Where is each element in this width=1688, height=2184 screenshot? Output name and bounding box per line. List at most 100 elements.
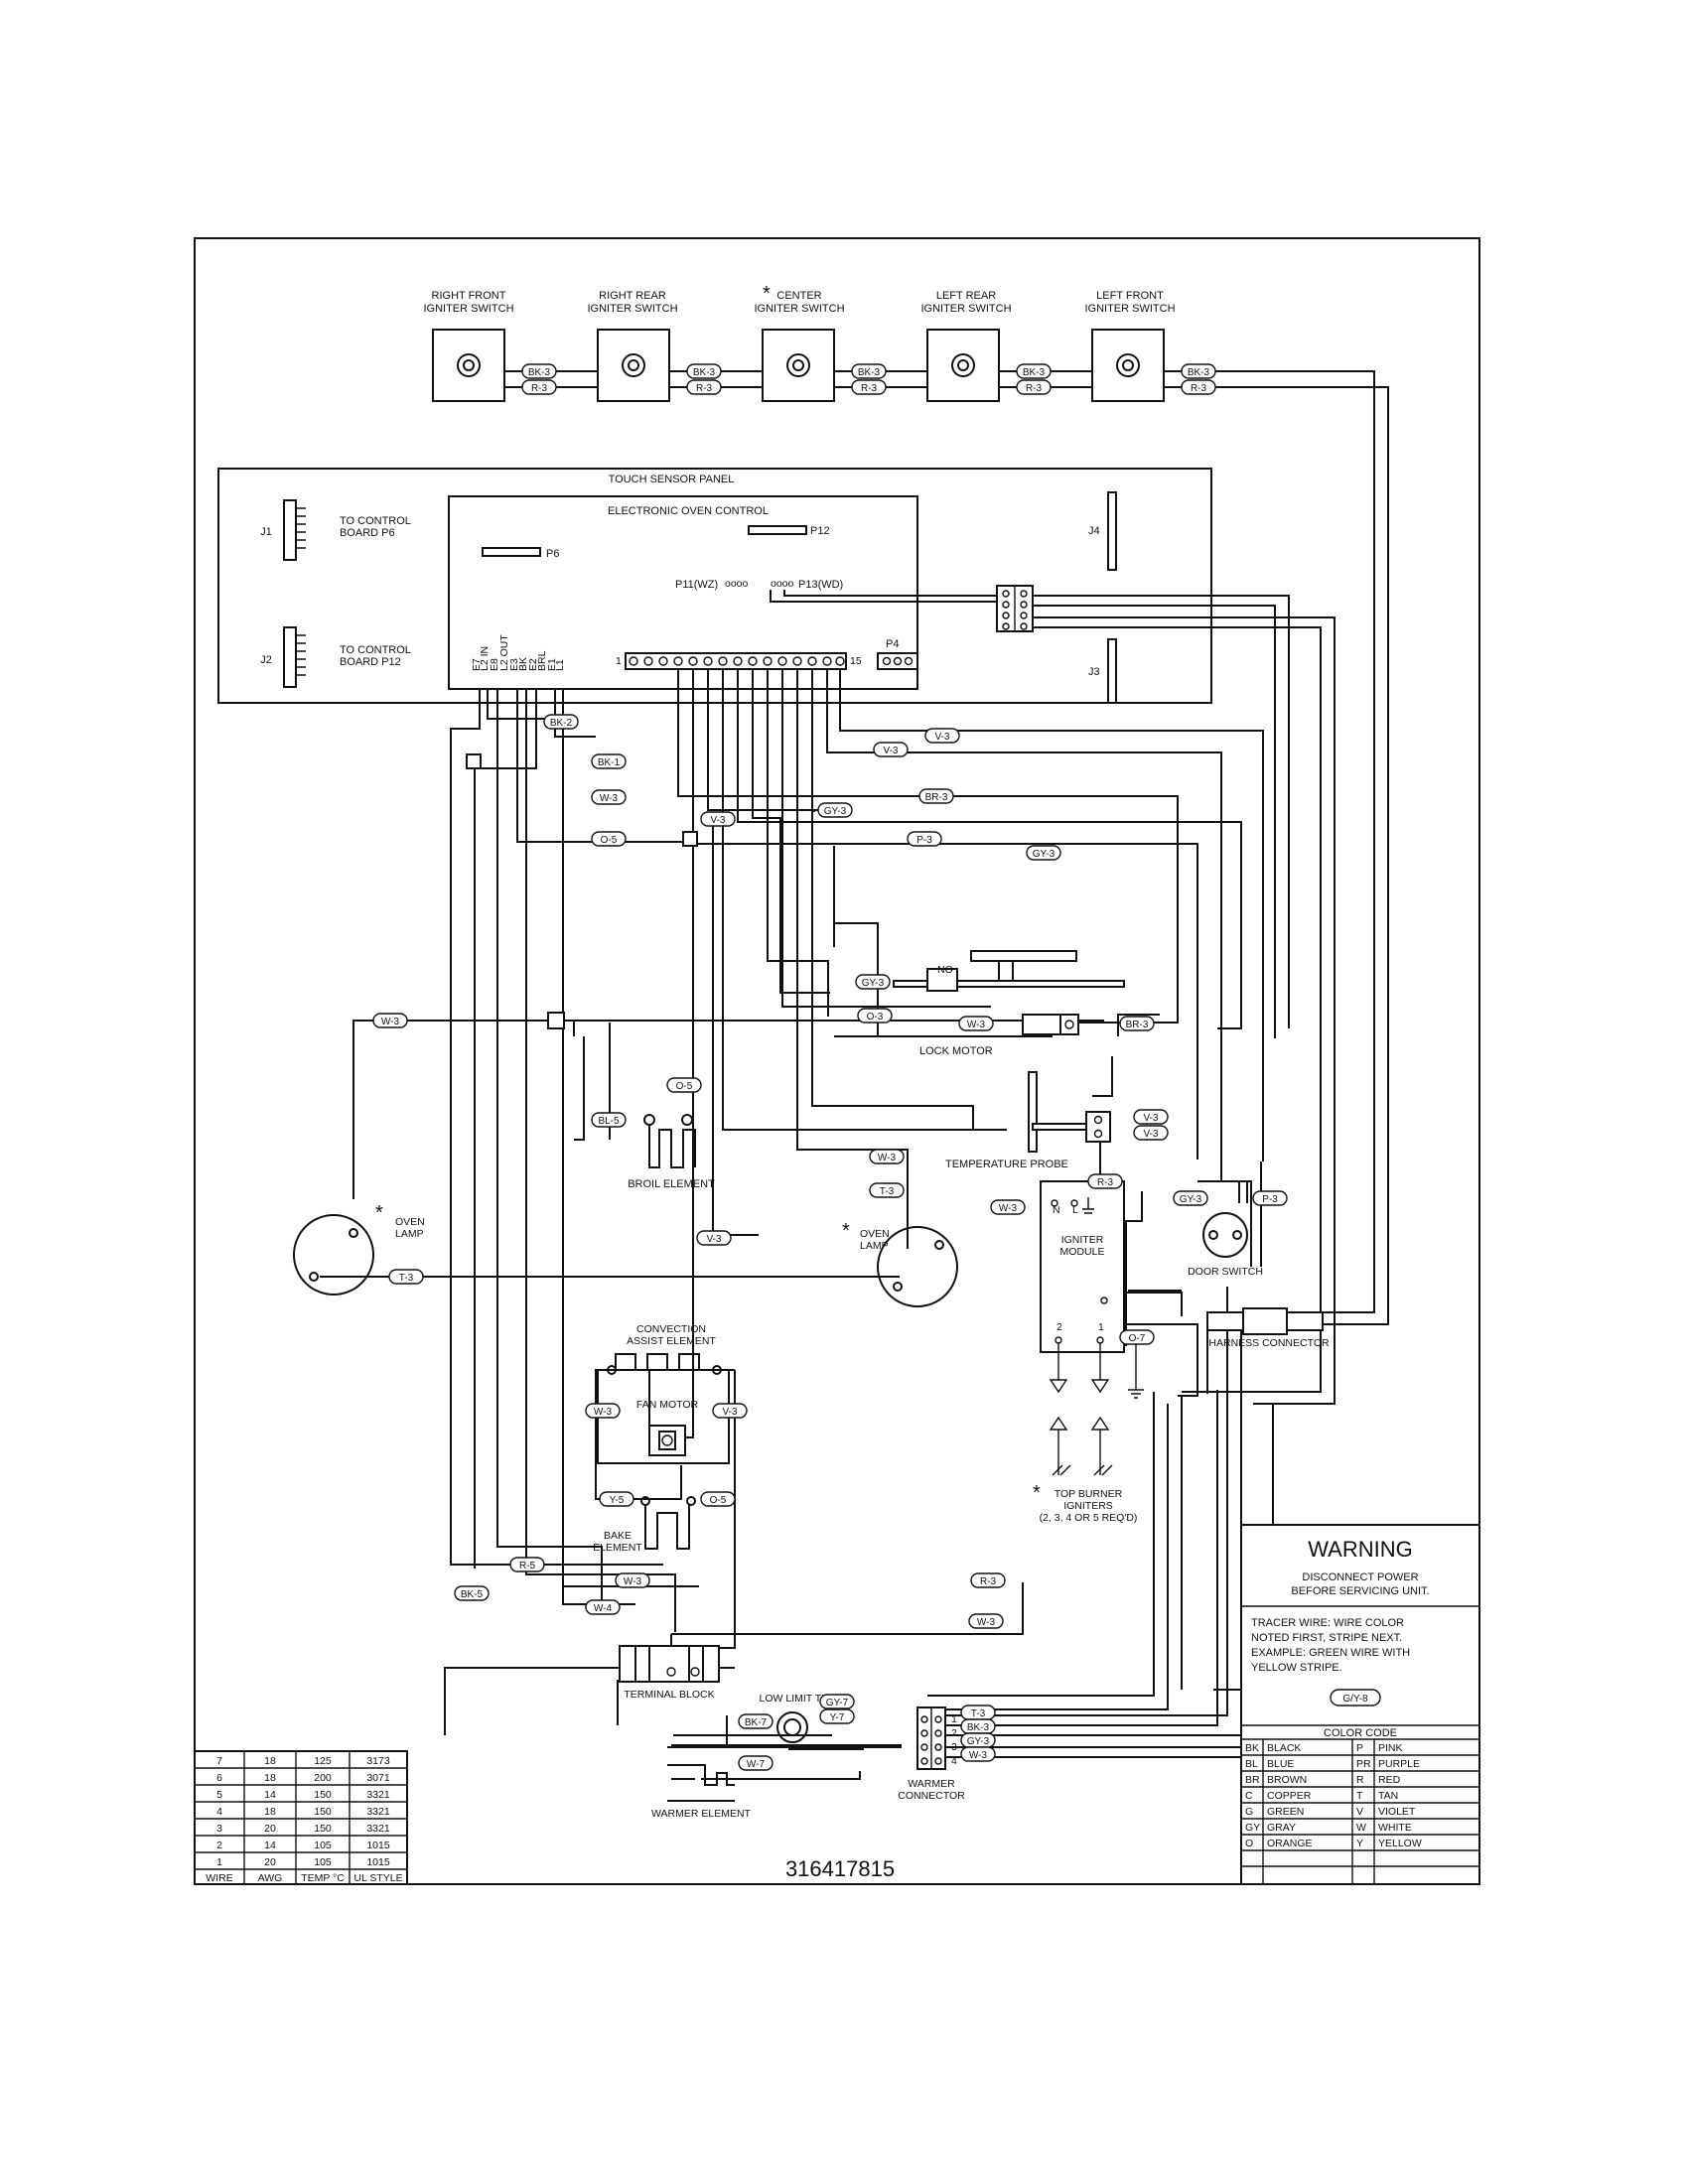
svg-text:20: 20 xyxy=(264,1856,276,1868)
svg-text:TOP BURNER: TOP BURNER xyxy=(1055,1488,1123,1500)
svg-text:CONVECTION: CONVECTION xyxy=(636,1323,706,1335)
svg-text:PURPLE: PURPLE xyxy=(1378,1758,1420,1770)
harness-connector: HARNESS CONNECTOR xyxy=(1206,1307,1330,1349)
svg-text:TERMINAL BLOCK: TERMINAL BLOCK xyxy=(624,1689,714,1701)
svg-text:ELEMENT: ELEMENT xyxy=(593,1542,642,1554)
svg-text:W-3: W-3 xyxy=(999,1203,1018,1214)
svg-text:G: G xyxy=(1245,1806,1253,1818)
svg-text:BRL: BRL xyxy=(536,650,548,671)
p4-label: P4 xyxy=(886,638,899,650)
svg-text:YELLOW: YELLOW xyxy=(1378,1838,1422,1849)
svg-text:G/Y-8: G/Y-8 xyxy=(1342,1694,1368,1705)
svg-text:Y-5: Y-5 xyxy=(610,1495,625,1506)
svg-text:R: R xyxy=(1356,1774,1364,1786)
svg-text:V: V xyxy=(1356,1806,1363,1818)
oven-lamp-left: * OVEN LAMP xyxy=(293,1202,425,1296)
svg-text:3173: 3173 xyxy=(366,1755,390,1767)
pin-last-label: 15 xyxy=(850,655,862,667)
switch-label-4a: LEFT REAR xyxy=(936,290,996,302)
svg-text:W-4: W-4 xyxy=(594,1603,613,1614)
svg-text:R-3: R-3 xyxy=(531,383,548,394)
svg-text:L1: L1 xyxy=(554,659,566,671)
svg-text:(2, 3, 4 OR 5 REQ'D): (2, 3, 4 OR 5 REQ'D) xyxy=(1040,1512,1138,1524)
svg-text:TRACER WIRE: WIRE COLOR: TRACER WIRE: WIRE COLOR xyxy=(1251,1617,1404,1629)
warning-title: WARNING xyxy=(1308,1537,1413,1562)
svg-text:18: 18 xyxy=(264,1806,276,1818)
switch-label-3a: CENTER xyxy=(776,290,821,302)
svg-text:WARMER: WARMER xyxy=(908,1778,955,1790)
svg-text:BEFORE SERVICING UNIT.: BEFORE SERVICING UNIT. xyxy=(1291,1585,1429,1597)
svg-text:1: 1 xyxy=(216,1856,222,1868)
switch-label-5a: LEFT FRONT xyxy=(1096,290,1164,302)
svg-text:GY-3: GY-3 xyxy=(1180,1194,1202,1205)
svg-text:O-7: O-7 xyxy=(1129,1333,1146,1344)
j2-desc-2: BOARD P12 xyxy=(340,656,401,668)
j3-label: J3 xyxy=(1088,666,1100,678)
svg-text:AWG: AWG xyxy=(258,1872,283,1884)
svg-text:14: 14 xyxy=(264,1840,276,1851)
svg-text:L2 IN: L2 IN xyxy=(479,646,491,671)
asterisk-center: * xyxy=(763,283,771,305)
svg-text:TAN: TAN xyxy=(1378,1790,1398,1802)
svg-text:BK-3: BK-3 xyxy=(1023,367,1046,378)
svg-text:PR: PR xyxy=(1356,1758,1371,1770)
svg-text:E7: E7 xyxy=(471,658,483,671)
svg-text:*: * xyxy=(1033,1482,1041,1504)
svg-text:PINK: PINK xyxy=(1378,1742,1403,1754)
svg-text:BK: BK xyxy=(1245,1742,1259,1754)
svg-text:P-3: P-3 xyxy=(1262,1194,1278,1205)
svg-text:4: 4 xyxy=(216,1806,222,1818)
svg-text:1015: 1015 xyxy=(366,1856,390,1868)
p12-label: P12 xyxy=(810,525,830,537)
fan-motor: FAN MOTOR xyxy=(636,1399,699,1456)
igniter-switch-icon xyxy=(432,329,1165,402)
p12-connector xyxy=(748,525,807,535)
svg-text:R-3: R-3 xyxy=(861,383,878,394)
p13-pins: oooo xyxy=(771,578,794,590)
switch-label-1a: RIGHT FRONT xyxy=(432,290,506,302)
svg-text:L: L xyxy=(1072,1204,1078,1216)
svg-text:BK-3: BK-3 xyxy=(693,367,716,378)
lock-motor-assembly: NO LOCK MOTOR xyxy=(893,950,1125,1057)
svg-text:BK-1: BK-1 xyxy=(598,757,621,768)
svg-text:V-3: V-3 xyxy=(934,732,949,743)
warmer-connector: 1 2 3 4 WARMER CONNECTOR xyxy=(898,1706,965,1802)
svg-text:BR-3: BR-3 xyxy=(925,792,948,803)
svg-text:O-3: O-3 xyxy=(867,1012,884,1023)
low-limit-thermostat: LOW LIMIT THM xyxy=(760,1693,837,1743)
svg-text:O: O xyxy=(1245,1838,1253,1849)
svg-text:P-3: P-3 xyxy=(916,835,932,846)
svg-text:BK-3: BK-3 xyxy=(967,1722,990,1733)
svg-text:BROWN: BROWN xyxy=(1267,1774,1307,1786)
p11-label: P11(WZ) xyxy=(675,579,718,591)
svg-text:WHITE: WHITE xyxy=(1378,1822,1412,1834)
svg-text:3: 3 xyxy=(951,1741,957,1753)
svg-text:BLACK: BLACK xyxy=(1267,1742,1301,1754)
j1-desc-1: TO CONTROL xyxy=(340,515,411,527)
svg-text:4: 4 xyxy=(951,1755,957,1767)
svg-text:GY-3: GY-3 xyxy=(862,978,885,989)
pin-header-15 xyxy=(625,652,847,670)
svg-text:WIRE: WIRE xyxy=(206,1872,232,1884)
bake-element: BAKE ELEMENT xyxy=(593,1496,696,1554)
door-switch: DOOR SWITCH xyxy=(1188,1212,1263,1278)
svg-text:OVEN: OVEN xyxy=(395,1216,425,1228)
pin-first-label: 1 xyxy=(616,655,622,667)
svg-text:BL-5: BL-5 xyxy=(598,1116,620,1127)
svg-text:BK-3: BK-3 xyxy=(858,367,881,378)
svg-text:HARNESS CONNECTOR: HARNESS CONNECTOR xyxy=(1208,1337,1330,1349)
svg-text:BR: BR xyxy=(1245,1774,1260,1786)
wire-tags: BK-2 BK-1 V-3 V-3 BR-3 W-3 GY-3 O-5 V-3 … xyxy=(372,714,1288,1771)
switch-label-4b: IGNITER SWITCH xyxy=(920,303,1011,315)
svg-text:OVEN: OVEN xyxy=(860,1228,890,1240)
j4-connector xyxy=(1107,491,1117,571)
svg-text:125: 125 xyxy=(314,1755,332,1767)
svg-text:TEMP °C: TEMP °C xyxy=(301,1872,345,1884)
svg-text:EXAMPLE: GREEN WIRE WITH: EXAMPLE: GREEN WIRE WITH xyxy=(1251,1647,1410,1659)
svg-text:V-3: V-3 xyxy=(710,815,725,826)
part-number: 316417815 xyxy=(785,1856,895,1881)
svg-text:FAN MOTOR: FAN MOTOR xyxy=(636,1399,699,1411)
svg-text:DOOR SWITCH: DOOR SWITCH xyxy=(1188,1266,1263,1278)
